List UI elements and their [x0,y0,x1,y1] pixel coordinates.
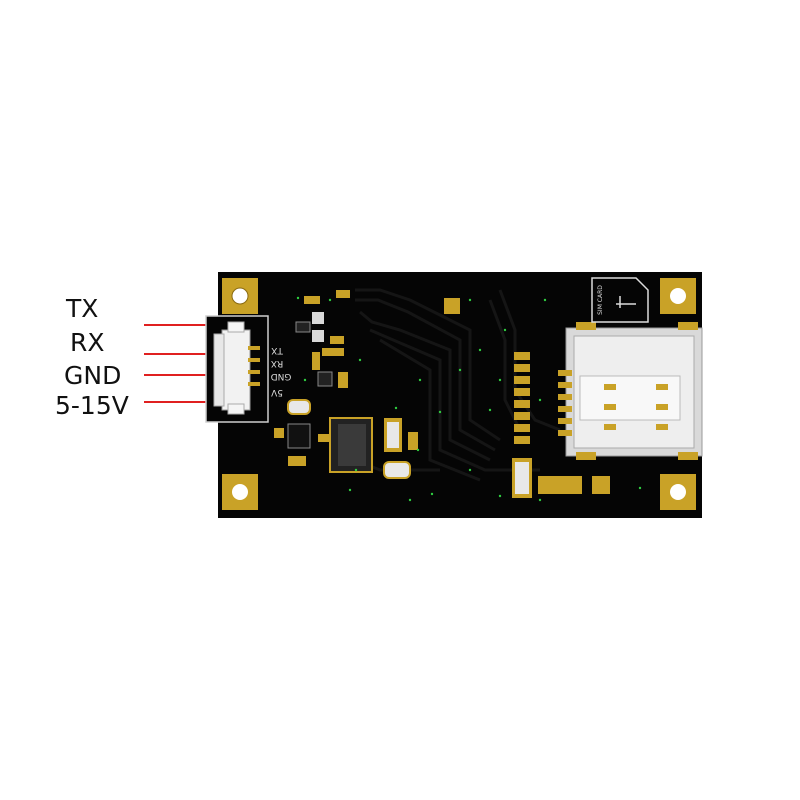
sim-card-slot [558,322,703,460]
mounting-holes [222,278,696,510]
pin-label-power: 5-15V [55,391,129,420]
wires [144,324,206,403]
resistor-array [512,352,610,498]
sim-card-label: SIM CARD [597,285,604,315]
mounting-hole-top-left [222,278,258,314]
via-dots [296,296,642,502]
pin-label-gnd: GND [64,361,122,390]
traces [329,288,561,482]
silk-tx: TX [271,345,284,355]
mounting-hole-bottom-left [222,474,258,510]
smd-components [274,290,460,479]
pin-label-rx: RX [70,328,105,357]
sim-card-outline: SIM CARD [591,277,649,323]
silk-5v: 5V [270,387,283,397]
silk-rx: RX [271,358,283,368]
mounting-hole-bottom-right [660,474,696,510]
mounting-hole-top-right [660,278,696,314]
silk-gnd: GND [271,371,292,381]
silkscreen-pin-labels: TX RX GND 5V [270,345,291,397]
jst-connector [205,315,269,423]
pin-label-tx: TX [66,294,99,323]
